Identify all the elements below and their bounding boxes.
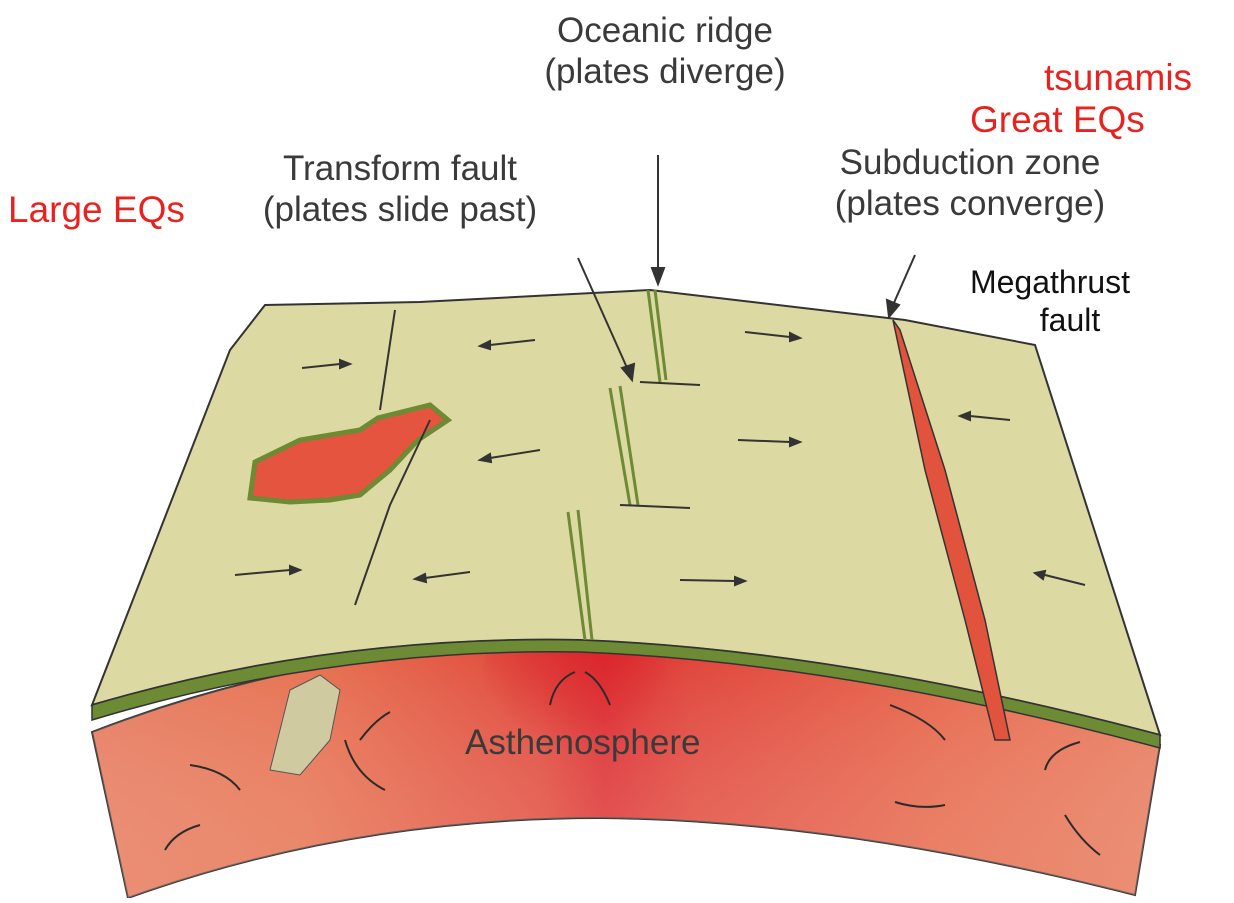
subduction-zone-subtitle: (plates converge) [800, 183, 1140, 224]
megathrust-fault-label: Megathrust fault [950, 264, 1150, 340]
transform-fault-label: Transform fault (plates slide past) [225, 148, 575, 231]
subduction-zone-title: Subduction zone [800, 142, 1140, 183]
megathrust-subtitle: fault [950, 302, 1150, 340]
oceanic-ridge-title: Oceanic ridge [520, 10, 810, 51]
subduction-zone-label: Subduction zone (plates converge) [800, 142, 1140, 225]
transform-fault-title: Transform fault [225, 148, 575, 189]
megathrust-title: Megathrust [950, 264, 1150, 302]
transform-fault-subtitle: (plates slide past) [225, 189, 575, 230]
large-eqs-annotation: Large EQs [8, 188, 185, 232]
asthenosphere-label: Asthenosphere [465, 722, 700, 763]
oceanic-ridge-label: Oceanic ridge (plates diverge) [520, 10, 810, 93]
great-eqs-annotation: Great EQs [970, 98, 1145, 142]
oceanic-ridge-subtitle: (plates diverge) [520, 51, 810, 92]
tsunamis-annotation: tsunamis [1044, 56, 1192, 100]
